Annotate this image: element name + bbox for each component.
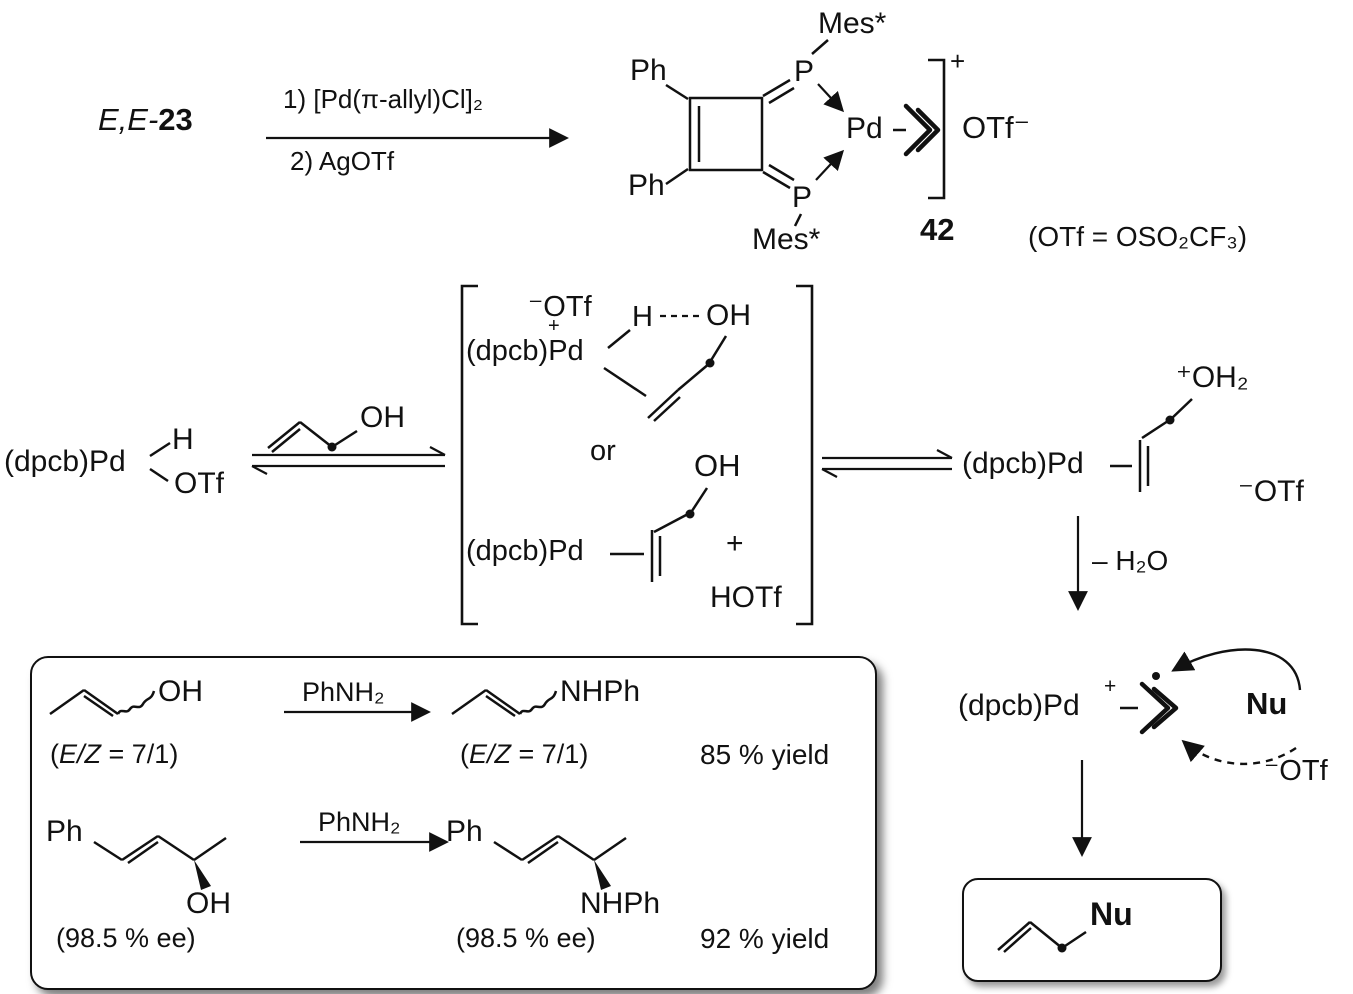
wedge-bond bbox=[194, 860, 211, 890]
cation-charge: + bbox=[950, 46, 966, 76]
intermediate-brackets bbox=[460, 284, 814, 626]
equilibrium-arrows-1 bbox=[251, 446, 446, 475]
hydride-species-fragment: (dpcb)Pd bbox=[4, 445, 126, 478]
aqua-oh2-label: ⁺OH₂ bbox=[1176, 361, 1249, 394]
bracket-fragment-bottom: (dpcb)Pd bbox=[466, 535, 584, 567]
row1-ratio-product: (E/Z = 7/1) bbox=[460, 740, 588, 768]
pi-allyl-structure bbox=[1120, 648, 1302, 766]
row1-hydroxyl: OH bbox=[158, 675, 203, 708]
row1-reagent: PhNH₂ bbox=[302, 677, 385, 707]
row2-yield: 92 % yield bbox=[700, 923, 830, 954]
triflate-label: OTf bbox=[174, 467, 224, 500]
compound-number: 42 bbox=[920, 212, 955, 247]
wavy-bond bbox=[518, 690, 558, 715]
intermediate-bottom-structure bbox=[610, 487, 709, 582]
pi-allyl-fragment: (dpcb)Pd bbox=[958, 689, 1080, 722]
equilibrium-arrows-2 bbox=[821, 449, 953, 478]
phosphorus-bottom: P bbox=[792, 181, 813, 214]
row1-amine-product: NHPh bbox=[560, 675, 641, 708]
counterion-label: OTf⁻ bbox=[962, 110, 1031, 145]
reactant-number: 23 bbox=[158, 102, 193, 137]
otf-definition: (OTf = OSO₂CF₃) bbox=[1028, 221, 1248, 252]
ratio-value: = 7/1) bbox=[511, 739, 589, 769]
example-row2-structures bbox=[93, 832, 627, 890]
phenyl-top: Ph bbox=[630, 54, 667, 87]
hydride-species-bonds bbox=[149, 441, 171, 483]
ratio-ez: E/Z bbox=[469, 739, 512, 769]
row2-reagent: PhNH₂ bbox=[318, 807, 401, 837]
ratio-value: = 7/1) bbox=[101, 739, 179, 769]
bracket-charge-top: + bbox=[548, 315, 560, 337]
palladium-label: Pd bbox=[846, 112, 883, 145]
top-reaction-graphics bbox=[266, 39, 946, 227]
row2-amine-product: NHPh bbox=[580, 887, 661, 920]
row1-yield: 85 % yield bbox=[700, 739, 830, 770]
ratio-ez: E/Z bbox=[59, 739, 102, 769]
p-to-pd-arrow-top bbox=[817, 83, 845, 113]
product-nucleophile: Nu bbox=[1090, 896, 1133, 932]
water-loss-label: – H₂O bbox=[1092, 545, 1169, 576]
product-box bbox=[962, 878, 1222, 982]
bracket-plus: + bbox=[726, 527, 744, 560]
product-structure bbox=[997, 921, 1087, 953]
condition-2: 2) AgOTf bbox=[290, 146, 395, 176]
p-to-pd-arrow-bottom bbox=[815, 149, 845, 181]
pi-allyl-symbol bbox=[1139, 681, 1171, 735]
condition-1: 1) [Pd(π-allyl)Cl]₂ bbox=[283, 84, 483, 114]
ratio-open: ( bbox=[50, 739, 59, 769]
mesityl-bottom: Mes* bbox=[752, 223, 821, 256]
aqua-species-structure bbox=[1110, 398, 1193, 492]
intermediate-top-structure bbox=[603, 314, 728, 422]
nucleophile-label: Nu bbox=[1246, 686, 1288, 721]
pi-allyl-charge: + bbox=[1104, 675, 1117, 698]
pi-allyl-triflate: ⁻OTf bbox=[1264, 755, 1328, 787]
bracket-hydroxyl-top: OH bbox=[706, 299, 751, 332]
phosphorus-top: P bbox=[794, 55, 815, 88]
bracket-fragment-top: (dpcb)Pd bbox=[466, 335, 584, 367]
nu-attack-arrow-dashed bbox=[1181, 739, 1297, 766]
bracket-hotf: HOTf bbox=[710, 581, 782, 614]
row2-hydroxyl: OH bbox=[186, 887, 231, 920]
ratio-open: ( bbox=[460, 739, 469, 769]
labeled-carbon-dot bbox=[1152, 672, 1160, 680]
or-label: or bbox=[590, 435, 616, 467]
bracket-triflate-anion: ⁻OTf bbox=[528, 291, 592, 323]
bracket-hydride: H bbox=[632, 301, 653, 333]
reactant-label: E,E-23 bbox=[98, 102, 193, 137]
allyl-alcohol-structure bbox=[267, 421, 358, 453]
aqua-species-fragment: (dpcb)Pd bbox=[962, 447, 1084, 480]
nu-attack-arrow-solid bbox=[1171, 648, 1302, 691]
wedge-bond bbox=[594, 860, 611, 890]
hydride-label: H bbox=[172, 423, 194, 456]
reactant-stereo-prefix: E,E- bbox=[98, 102, 159, 137]
row2-phenyl: Ph bbox=[46, 815, 83, 848]
allyl-alcohol-oh: OH bbox=[360, 401, 405, 434]
aqua-triflate-label: ⁻OTf bbox=[1238, 475, 1304, 508]
row2-ee-reactant: (98.5 % ee) bbox=[56, 923, 196, 953]
cyclobutene-ring bbox=[688, 96, 764, 172]
pi-allyl-symbol bbox=[903, 103, 933, 157]
bracket-hydroxyl-bottom: OH bbox=[694, 448, 741, 483]
row1-ratio-reactant: (E/Z = 7/1) bbox=[50, 740, 178, 768]
phenyl-bottom: Ph bbox=[628, 169, 665, 202]
row2-ee-product: (98.5 % ee) bbox=[456, 923, 596, 953]
wavy-bond bbox=[116, 690, 156, 715]
cation-bracket bbox=[928, 58, 946, 200]
mesityl-top: Mes* bbox=[818, 7, 887, 40]
row2-phenyl-product: Ph bbox=[446, 815, 483, 848]
example-row1-structures bbox=[49, 688, 558, 722]
